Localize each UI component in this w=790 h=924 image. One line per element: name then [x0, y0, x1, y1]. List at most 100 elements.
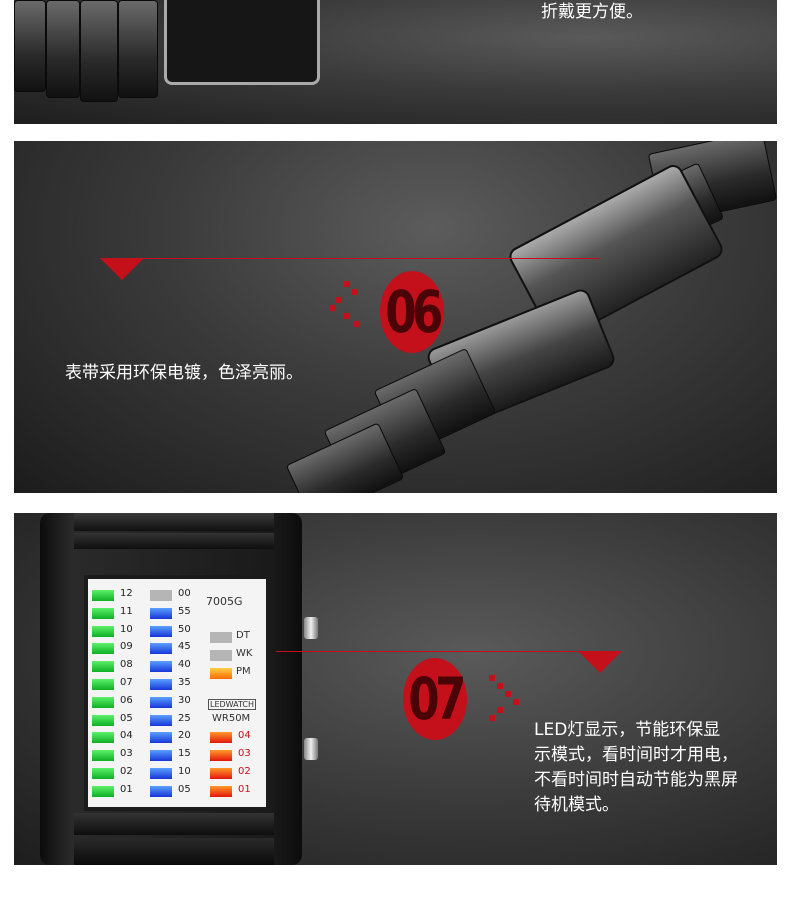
- bracelet-link: [46, 0, 80, 98]
- hour-led: [92, 714, 114, 726]
- hour-led: [92, 590, 114, 601]
- minute-led: [150, 661, 172, 673]
- caption-line: 待机模式。: [534, 795, 619, 815]
- pixel-square: [354, 321, 360, 327]
- red-divider-line: [276, 651, 616, 652]
- minute-label: 45: [178, 641, 191, 653]
- hour-label: 08: [120, 659, 133, 671]
- day-label: 02: [238, 766, 251, 777]
- pixel-square: [336, 297, 342, 303]
- day-led: [210, 732, 232, 744]
- minute-led: [150, 679, 172, 690]
- band-link: [74, 813, 274, 835]
- hour-led: [92, 768, 114, 779]
- led-row: 03 15 03: [88, 747, 266, 764]
- led-row: 04 20 04: [88, 729, 266, 746]
- band-link: [74, 533, 274, 549]
- led-row: 06 30: [88, 694, 266, 711]
- model-label: 7005G: [206, 595, 243, 608]
- hour-label: 11: [120, 605, 133, 617]
- caption-line: 示模式，看时间时才用电，: [534, 745, 738, 765]
- minute-label: 00: [178, 588, 191, 599]
- pixel-square: [344, 281, 350, 287]
- wk-label: WK: [236, 648, 253, 659]
- day-label: 01: [238, 783, 251, 795]
- led-row: 09 45: [88, 640, 266, 657]
- red-triangle-marker: [100, 258, 144, 280]
- band-link: [74, 513, 274, 531]
- hour-label: 10: [120, 623, 133, 635]
- brand-label: LEDWATCH: [208, 699, 257, 710]
- caption-line: LED灯显示，节能环保显: [534, 720, 721, 740]
- day-led: [210, 750, 232, 762]
- hour-led: [92, 607, 114, 619]
- pm-label: PM: [236, 666, 251, 677]
- pixel-square: [489, 675, 495, 681]
- red-triangle-marker: [578, 651, 622, 673]
- minute-label: 30: [178, 694, 191, 706]
- band-link: [74, 838, 274, 865]
- pixel-square: [505, 691, 511, 697]
- pm-indicator: [210, 668, 232, 679]
- led-row: 02 10 02: [88, 765, 266, 782]
- hour-label: 07: [120, 677, 133, 688]
- minute-led: [150, 625, 172, 637]
- bracelet-link: [80, 0, 118, 102]
- step-badge-07: 07: [403, 658, 467, 740]
- pixel-square: [352, 289, 358, 295]
- hour-label: 02: [120, 766, 133, 777]
- side-button-top: [304, 617, 318, 639]
- red-divider-line: [100, 258, 600, 259]
- hour-led: [92, 679, 114, 690]
- hour-led: [92, 661, 114, 673]
- minute-led: [150, 768, 172, 779]
- minute-label: 20: [178, 730, 191, 742]
- hour-led: [92, 643, 114, 655]
- dt-indicator: [210, 632, 232, 643]
- bracelet-link: [118, 0, 158, 98]
- minute-led: [150, 785, 172, 797]
- minute-led: [150, 732, 172, 744]
- day-label: 04: [238, 730, 251, 742]
- hour-label: 04: [120, 730, 133, 742]
- minute-label: 10: [178, 766, 191, 777]
- step-badge-06: 06: [380, 271, 444, 353]
- minute-led: [150, 750, 172, 762]
- hour-led: [92, 732, 114, 744]
- bot-caption: LED灯显示，节能环保显 示模式，看时间时才用电， 不看时间时自动节能为黑屏 待…: [534, 718, 774, 818]
- wk-indicator: [210, 650, 232, 661]
- minute-led: [150, 696, 172, 708]
- day-label: 03: [238, 748, 251, 760]
- led-row: 08 40: [88, 658, 266, 675]
- hour-label: 03: [120, 748, 133, 760]
- hour-led: [92, 625, 114, 637]
- minute-label: 40: [178, 659, 191, 671]
- day-led: [210, 785, 232, 797]
- top-caption: 折戴更方便。: [541, 2, 643, 22]
- pixel-square: [489, 715, 495, 721]
- hour-led: [92, 750, 114, 762]
- pixel-square: [513, 699, 519, 705]
- hour-label: 01: [120, 783, 133, 795]
- hour-led: [92, 696, 114, 708]
- side-button-bottom: [304, 738, 318, 760]
- pixel-square: [497, 707, 503, 713]
- minute-label: 15: [178, 748, 191, 760]
- hour-label: 09: [120, 641, 133, 653]
- minute-led: [150, 643, 172, 655]
- hour-led: [92, 785, 114, 797]
- caption-line: 不看时间时自动节能为黑屏: [534, 770, 738, 790]
- day-led: [210, 768, 232, 779]
- pixel-square: [497, 683, 503, 689]
- hour-label: 06: [120, 694, 133, 706]
- bracelet-link: [14, 0, 46, 92]
- clasp-photo: 06 表带采用环保电镀，色泽亮丽。: [14, 141, 777, 493]
